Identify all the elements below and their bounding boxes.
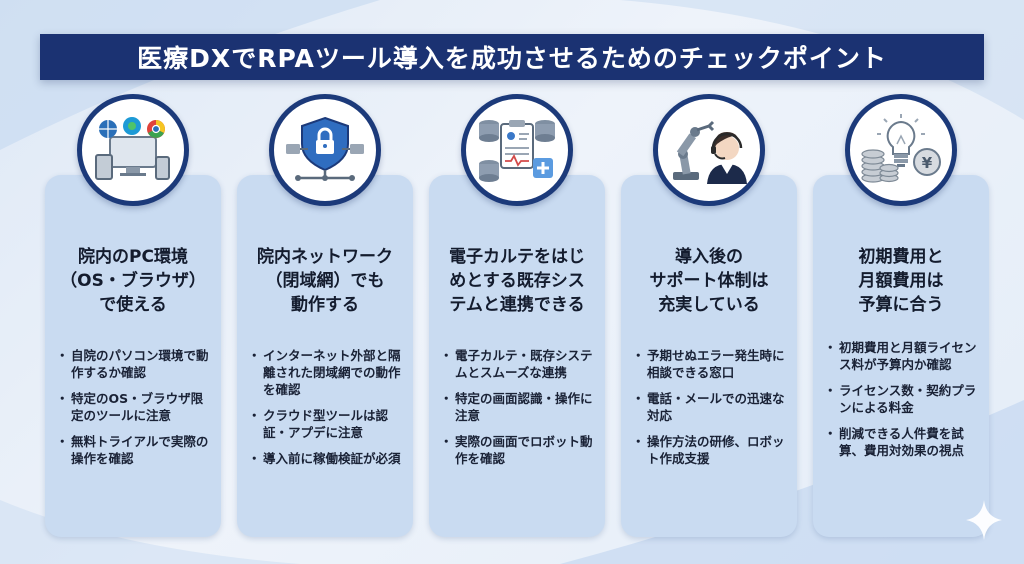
svg-text:¥: ¥ xyxy=(922,154,933,172)
bullet-item: 削減できる人件費を試算、費用対効果の視点 xyxy=(824,425,981,459)
bullet-item: 電話・メールでの迅速な対応 xyxy=(632,390,789,424)
card-bullet-list: 予期せぬエラー発生時に相談できる窓口 電話・メールでの迅速な対応 操作方法の研修… xyxy=(632,347,789,476)
card-title-line: （閉域網）でも xyxy=(265,271,385,291)
checkpoint-card-closed-network: 院内ネットワーク （閉域網）でも 動作する インターネット外部と隔離された閉域網… xyxy=(237,175,413,537)
checkpoint-card-ehr-integration: 電子カルテをはじ めとする既存シス テムと連携できる 電子カルテ・既存システムと… xyxy=(429,175,605,537)
bullet-item: 自院のパソコン環境で動作するか確認 xyxy=(56,347,213,381)
card-title-line: 導入後の xyxy=(675,247,743,267)
card-title-line: サポート体制は xyxy=(649,271,769,291)
card-bullet-list: 電子カルテ・既存システムとスムーズな連携 特定の画面認識・操作に注意 実際の画面… xyxy=(440,347,597,476)
robot-support-icon xyxy=(653,94,765,206)
sparkle-icon xyxy=(966,500,1002,540)
card-title: 院内のPC環境 （OS・ブラウザ） で使える xyxy=(45,245,221,317)
bullet-item: 特定のOS・ブラウザ限定のツールに注意 xyxy=(56,390,213,424)
bullet-item: ライセンス数・契約プランによる料金 xyxy=(824,382,981,416)
bullet-item: 特定の画面認識・操作に注意 xyxy=(440,390,597,424)
card-title-line: 院内のPC環境 xyxy=(78,247,188,267)
card-title: 院内ネットワーク （閉域網）でも 動作する xyxy=(237,245,413,317)
pc-browser-icon xyxy=(77,94,189,206)
page-title: 医療DXでRPAツール導入を成功させるためのチェックポイント xyxy=(40,34,984,80)
checkpoint-card-budget: 初期費用と 月額費用は 予算に合う 初期費用と月額ライセンス料が予算内か確認 ラ… xyxy=(813,175,989,537)
card-title: 導入後の サポート体制は 充実している xyxy=(621,245,797,317)
card-title-line: 初期費用と xyxy=(858,247,944,267)
bullet-item: 電子カルテ・既存システムとスムーズな連携 xyxy=(440,347,597,381)
card-bullet-list: 自院のパソコン環境で動作するか確認 特定のOS・ブラウザ限定のツールに注意 無料… xyxy=(56,347,213,476)
cost-coins-icon: ¥ xyxy=(845,94,957,206)
card-title-line: 充実している xyxy=(658,295,760,315)
bullet-item: 操作方法の研修、ロボット作成支援 xyxy=(632,433,789,467)
bullet-item: インターネット外部と隔離された閉域網での動作を確認 xyxy=(248,347,405,398)
bullet-item: 導入前に稼働検証が必須 xyxy=(248,450,405,467)
network-shield-icon xyxy=(269,94,381,206)
card-title-line: 月額費用は xyxy=(858,271,944,291)
card-title-line: 動作する xyxy=(291,295,359,315)
card-title-line: 予算に合う xyxy=(858,295,944,315)
card-title-line: 院内ネットワーク xyxy=(257,247,393,267)
card-title: 初期費用と 月額費用は 予算に合う xyxy=(813,245,989,317)
card-title-line: で使える xyxy=(99,295,167,315)
card-title-line: テムと連携できる xyxy=(449,295,585,315)
card-title-line: めとする既存シス xyxy=(449,271,585,291)
bullet-item: 初期費用と月額ライセンス料が予算内か確認 xyxy=(824,339,981,373)
card-bullet-list: インターネット外部と隔離された閉域網での動作を確認 クラウド型ツールは認証・アプ… xyxy=(248,347,405,476)
bullet-item: 実際の画面でロボット動作を確認 xyxy=(440,433,597,467)
bullet-item: 予期せぬエラー発生時に相談できる窓口 xyxy=(632,347,789,381)
card-bullet-list: 初期費用と月額ライセンス料が予算内か確認 ライセンス数・契約プランによる料金 削… xyxy=(824,339,981,468)
card-title-line: 電子カルテをはじ xyxy=(449,247,585,267)
card-title-line: （OS・ブラウザ） xyxy=(60,271,206,291)
card-title: 電子カルテをはじ めとする既存シス テムと連携できる xyxy=(429,245,605,317)
ehr-system-icon xyxy=(461,94,573,206)
bullet-item: クラウド型ツールは認証・アプデに注意 xyxy=(248,407,405,441)
checkpoint-card-support: 導入後の サポート体制は 充実している 予期せぬエラー発生時に相談できる窓口 電… xyxy=(621,175,797,537)
bullet-item: 無料トライアルで実際の操作を確認 xyxy=(56,433,213,467)
checkpoint-card-pc-environment: 院内のPC環境 （OS・ブラウザ） で使える 自院のパソコン環境で動作するか確認… xyxy=(45,175,221,537)
